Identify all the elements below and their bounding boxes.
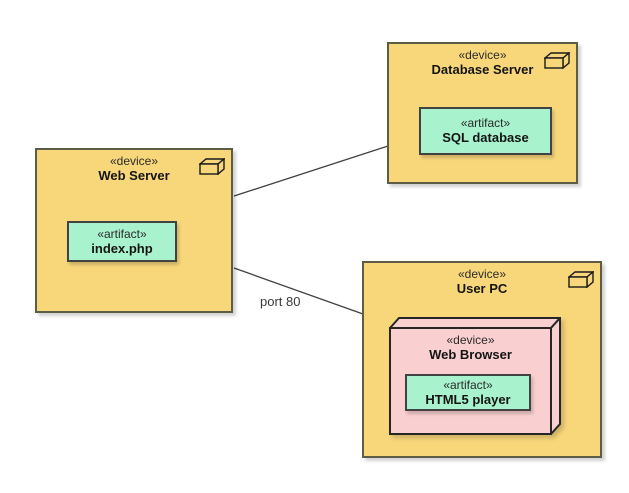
device-3d-box-icon	[568, 271, 594, 288]
cuboid-right-face	[550, 317, 561, 435]
node-stereotype: «device»	[457, 267, 507, 281]
artifact-name: index.php	[91, 240, 153, 256]
node-web-server[interactable]: «device» Web Server «artifact» index.php	[35, 148, 233, 313]
artifact-sql-database[interactable]: «artifact» SQL database	[419, 107, 552, 155]
node-stereotype: «device»	[458, 48, 507, 62]
node-header: «device» Web Server	[37, 150, 231, 183]
artifact-name: SQL database	[442, 130, 529, 146]
node-name: Web Browser	[429, 347, 512, 363]
node-stereotype: «device»	[109, 154, 159, 168]
artifact-stereotype: «artifact»	[443, 377, 493, 392]
artifact-stereotype: «artifact»	[460, 116, 511, 131]
node-user-pc[interactable]: «device» User PC «device» Web Browser «a…	[362, 261, 602, 458]
node-stereotype: «device»	[446, 333, 495, 347]
connection-webserver-databaseserver[interactable]	[233, 145, 389, 197]
node-name: User PC	[456, 281, 508, 297]
device-3d-box-icon	[544, 52, 570, 69]
node-web-browser[interactable]: «device» Web Browser «artifact» HTML5 pl…	[389, 317, 561, 435]
node-header: «device» Database Server	[389, 44, 576, 77]
connection-label-port-80[interactable]: port 80	[260, 294, 301, 309]
node-database-server[interactable]: «device» Database Server «artifact» SQL …	[387, 42, 578, 184]
artifact-name: HTML5 player	[425, 391, 511, 407]
node-header: «device» Web Browser	[390, 333, 551, 362]
connection-webserver-userpc[interactable]	[233, 267, 364, 315]
node-header: «device» User PC	[364, 263, 600, 296]
node-name: Database Server	[431, 62, 534, 78]
artifact-index-php[interactable]: «artifact» index.php	[67, 221, 177, 262]
node-name: Web Server	[98, 168, 170, 184]
artifact-html5-player[interactable]: «artifact» HTML5 player	[405, 374, 531, 411]
artifact-stereotype: «artifact»	[97, 226, 147, 241]
cuboid-top-face	[389, 317, 561, 329]
device-3d-box-icon	[199, 158, 225, 175]
